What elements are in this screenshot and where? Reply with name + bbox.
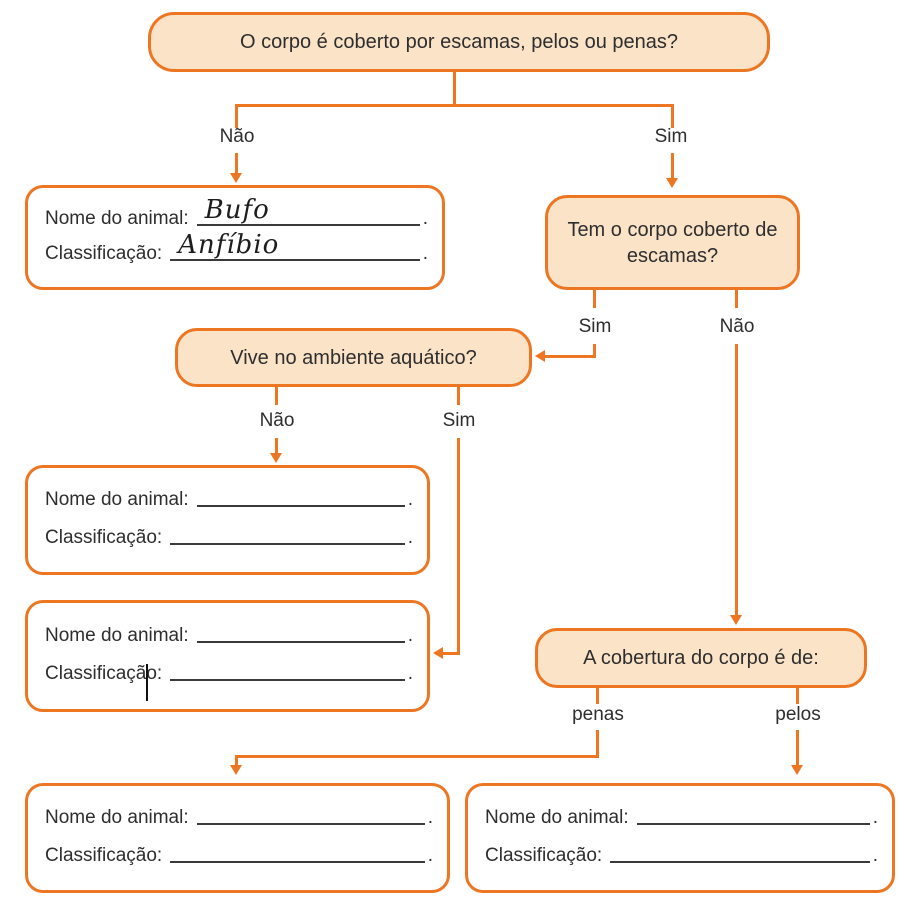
line-end-period: . [407,625,413,647]
field-label-classification: Classificação: [45,663,163,685]
connector-q2-no-upper [735,290,738,308]
answer-box-terrestrial: Nome do animal: . Classificação: . [25,465,430,575]
connector-q1-yes-upper [671,104,674,128]
field-label-name: Nome do animal: [485,807,629,829]
decision-q2-scales: Tem o corpo coberto de escamas? [545,195,800,290]
field-row-name: Nome do animal: . [485,807,878,829]
line-end-period: . [422,243,428,265]
line-end-period: . [427,807,433,829]
field-label-classification: Classificação: [485,844,603,866]
branch-label-q4-penas: penas [572,704,624,725]
connector-q2-yes-lower [593,344,596,358]
field-label-classification: Classificação: [45,844,163,866]
classification-write-line[interactable] [170,673,405,681]
decision-q3-text: Vive no ambiente aquático? [230,346,477,369]
arrowhead-q2-yes [535,350,545,362]
decision-q4-text: A cobertura do corpo é de: [583,647,819,669]
connector-q1-split [235,104,674,107]
line-end-period: . [407,526,413,548]
branch-label-q3-no: Não [259,410,295,431]
field-row-classification: Classificação: . [45,845,433,867]
connector-q1-stem [453,71,456,105]
name-write-line[interactable] [196,499,405,508]
connector-q2-no-lower [735,344,738,617]
handwritten-classification: Anfíbio [178,230,280,261]
classification-write-line[interactable]: Anfíbio [170,230,420,262]
field-label-name: Nome do animal: [45,625,189,647]
arrowhead-q1-no [230,173,242,183]
branch-label-q2-yes: Sim [578,316,612,337]
answer-box-aquatic: Nome do animal: . Classificação: . [25,600,430,712]
line-end-period: . [427,844,433,866]
connector-q1-no-lower [235,153,238,175]
field-row-classification: Classificação: . [45,663,413,685]
name-write-line[interactable] [196,635,405,643]
branch-label-q4-pelos: pelos [775,704,821,725]
arrowhead-q2-no [730,615,742,625]
name-write-line[interactable]: Bufo [196,195,420,226]
answer-box-feathers: Nome do animal: . Classificação: . [25,783,450,893]
field-row-classification: Classificação: Anfíbio . [45,230,428,265]
connector-q4-penas-lower [235,755,238,767]
name-write-line[interactable] [636,817,870,826]
decision-q3-aquatic: Vive no ambiente aquático? [175,328,532,387]
line-end-period: . [872,844,878,866]
field-row-name: Nome do animal: Bufo . [45,195,428,230]
arrowhead-q4-penas [230,765,242,775]
line-end-period: . [407,489,413,511]
connector-q3-no-lower [275,438,278,455]
branch-label-q1-no: Não [219,126,255,147]
field-label-name: Nome do animal: [45,807,189,829]
classification-write-line[interactable] [170,855,425,863]
line-end-period: . [872,807,878,829]
connector-q4-penas-drop [596,730,599,758]
text-cursor-artifact [146,664,148,701]
branch-label-q2-no: Não [719,316,755,337]
decision-q1-body-covering: O corpo é coberto por escamas, pelos ou … [148,12,770,72]
handwritten-name: Bufo [204,194,270,225]
field-row-name: Nome do animal: . [45,625,413,647]
connector-q4-penas-upper [596,688,599,704]
connector-q4-penas-horizontal [235,755,599,758]
connector-q2-yes-elbow [544,355,596,358]
arrowhead-q3-yes [433,647,443,659]
connector-q3-no-upper [275,387,278,405]
classification-write-line[interactable] [610,855,870,863]
field-row-name: Nome do animal: . [45,807,433,829]
answer-box-fur: Nome do animal: . Classificação: . [465,783,895,893]
arrowhead-q3-no [270,453,282,463]
decision-q2-text: Tem o corpo coberto de escamas? [567,218,778,267]
connector-q3-yes-elbow [442,652,460,655]
arrowhead-q4-pelos [791,765,803,775]
line-end-period: . [422,207,428,229]
connector-q3-yes-lower [457,438,460,655]
decision-q1-text: O corpo é coberto por escamas, pelos ou … [239,31,679,53]
field-row-classification: Classificação: . [45,527,413,549]
connector-q1-no-upper [235,104,238,128]
field-label-classification: Classificação: [45,243,163,265]
arrowhead-q1-yes [666,178,678,188]
decision-q4-covering-type: A cobertura do corpo é de: [535,628,867,688]
connector-q4-pelos-upper [796,688,799,704]
branch-label-q1-yes: Sim [654,126,688,147]
connector-q3-yes-upper [457,387,460,405]
field-row-classification: Classificação: . [485,845,878,867]
field-row-name: Nome do animal: . [45,489,413,511]
field-label-name: Nome do animal: [45,207,189,229]
connector-q1-yes-lower [671,153,674,180]
field-label-name: Nome do animal: [45,489,189,511]
classification-write-line[interactable] [170,537,405,545]
connector-q2-yes-upper [593,290,596,308]
field-label-classification: Classificação: [45,526,163,548]
connector-q4-pelos-lower [796,730,799,767]
branch-label-q3-yes: Sim [442,410,476,431]
line-end-period: . [407,663,413,685]
answer-box-amphibian: Nome do animal: Bufo . Classificação: An… [25,185,445,290]
name-write-line[interactable] [196,817,425,826]
